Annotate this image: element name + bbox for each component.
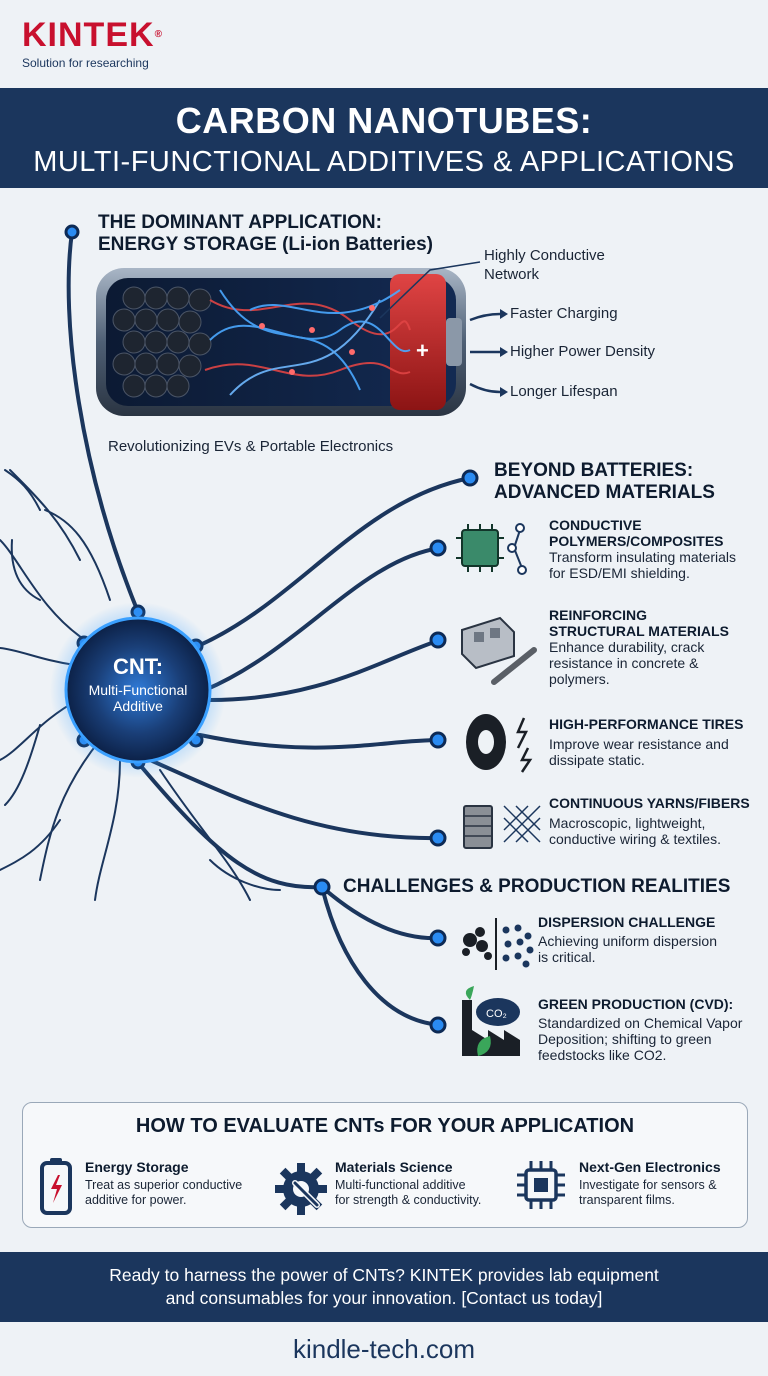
eval-next-gen-electronics: Next-Gen Electronics Investigate for sen… [579, 1159, 721, 1207]
callout-line [379, 261, 481, 319]
item-green-production: GREEN PRODUCTION (CVD): Standardized on … [538, 996, 743, 1063]
co2-label: CO₂ [486, 1008, 507, 1020]
network-branches [66, 230, 472, 1027]
benefit-lifespan: Longer Lifespan [510, 383, 618, 400]
brand-name: KINTEK® [22, 16, 163, 54]
brand-logo[interactable]: KINTEK® Solution for researching [22, 18, 163, 70]
title-banner: CARBON NANOTUBES: MULTI-FUNCTIONAL ADDIT… [0, 88, 768, 188]
item-continuous-yarns: CONTINUOUS YARNS/FIBERS Macroscopic, lig… [549, 795, 750, 847]
dispersion-icon [462, 918, 534, 970]
benefit-arrows [469, 312, 501, 394]
battery-caption: Revolutionizing EVs & Portable Electroni… [108, 438, 394, 455]
item-dispersion-challenge: DISPERSION CHALLENGE Achieving uniform d… [538, 914, 717, 965]
brand-tagline: Solution for researching [22, 56, 149, 70]
chip-icon [456, 523, 527, 575]
battery-icon [40, 1158, 72, 1215]
challenges-heading: CHALLENGES & PRODUCTION REALITIES [343, 876, 731, 897]
cta-line-2[interactable]: and consumables for your innovation. [Co… [165, 1288, 603, 1308]
tire-icon [466, 714, 533, 773]
cnt-hub-label: CNT: Multi-Functional Additive [88, 654, 188, 714]
conductive-network-callout: Highly Conductive Network [484, 247, 605, 283]
benefit-power-density: Higher Power Density [510, 343, 656, 360]
chip-icon [517, 1161, 565, 1209]
battery-illustration: + [96, 268, 466, 416]
concrete-block-icon [461, 616, 537, 685]
factory-icon: CO₂ [462, 986, 520, 1056]
beyond-heading: BEYOND BATTERIES: ADVANCED MATERIALS [494, 460, 715, 503]
cta-line-1: Ready to harness the power of CNTs? KINT… [109, 1265, 659, 1285]
spool-icon [463, 805, 541, 849]
cnt-hub [50, 602, 226, 778]
item-high-performance-tires: HIGH-PERFORMANCE TIRES Improve wear resi… [549, 716, 744, 768]
benefit-faster-charging: Faster Charging [510, 305, 618, 322]
gear-wrench-icon [275, 1163, 327, 1215]
page-title: CARBON NANOTUBES: [175, 100, 593, 141]
footer-url[interactable]: kindle-tech.com [292, 1334, 476, 1364]
page-subtitle: MULTI-FUNCTIONAL ADDITIVES & APPLICATION… [33, 146, 735, 178]
network-illustration: + [0, 224, 541, 1056]
item-conductive-polymers: CONDUCTIVE POLYMERS/COMPOSITES Transform… [549, 517, 736, 581]
eval-energy-storage: Energy Storage Treat as superior conduct… [85, 1159, 243, 1207]
battery-plus-icon: + [416, 338, 429, 363]
evaluation-heading: HOW TO EVALUATE CNTs FOR YOUR APPLICATIO… [135, 1115, 635, 1137]
mesh-icon [503, 805, 541, 843]
cta-banner[interactable]: Ready to harness the power of CNTs? KINT… [0, 1252, 768, 1322]
evaluation-panel: HOW TO EVALUATE CNTs FOR YOUR APPLICATIO… [22, 1102, 748, 1228]
item-reinforcing-materials: REINFORCING STRUCTURAL MATERIALS Enhance… [549, 607, 729, 687]
eval-materials-science: Materials Science Multi-functional addit… [335, 1159, 482, 1207]
energy-heading: THE DOMINANT APPLICATION: ENERGY STORAGE… [98, 212, 434, 255]
